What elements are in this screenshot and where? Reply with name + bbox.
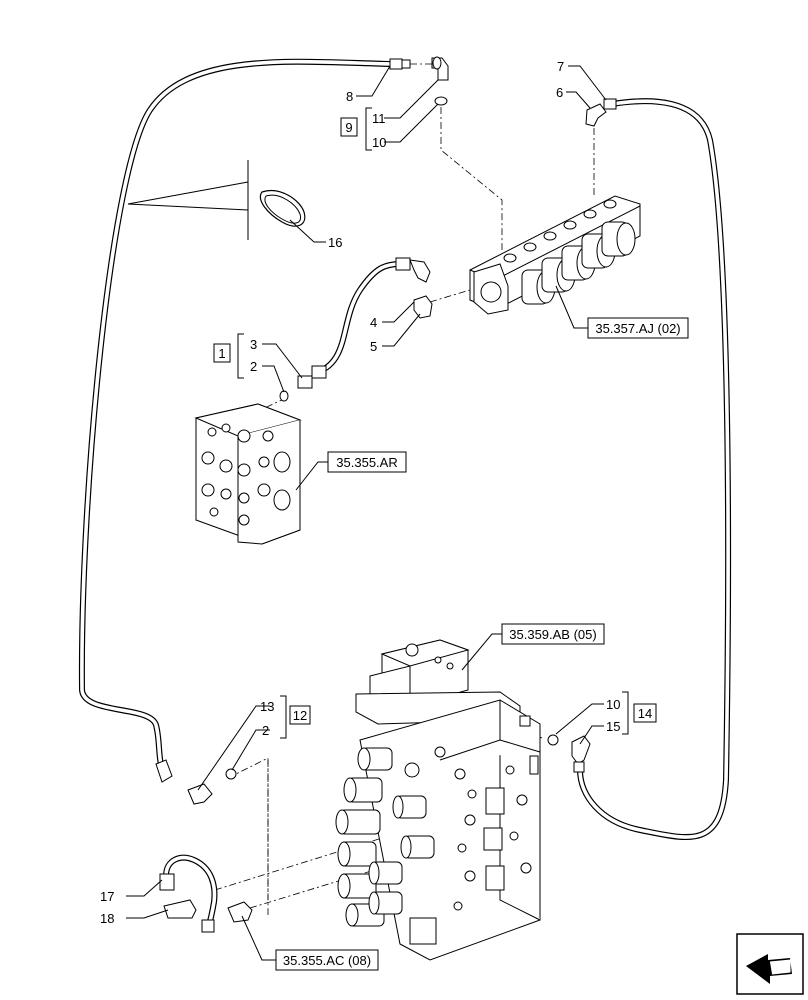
- o-ring-10-top: [434, 96, 448, 106]
- adapter-3: [297, 375, 313, 389]
- callout-15: 15: [606, 719, 620, 734]
- spool-end: [343, 777, 383, 803]
- hose-end-fitting-8: [389, 58, 411, 70]
- spool-end: [368, 891, 403, 915]
- spool-end: [335, 809, 381, 835]
- elbow-fitting-11: [431, 56, 449, 81]
- manifold-port: [583, 209, 597, 219]
- manifold-port: [503, 253, 517, 263]
- ref-box-359-ab[interactable]: 35.359.AB (05): [501, 623, 605, 645]
- kit-14-label: 14: [638, 706, 652, 721]
- callout-13: 13: [260, 699, 274, 714]
- kit-box-1: 1: [213, 343, 231, 363]
- kit-9-label: 9: [345, 120, 352, 135]
- callout-6: 6: [556, 85, 563, 100]
- callout-2-lower: 2: [262, 723, 269, 738]
- ref-355-ac-text: 35.355.AC (08): [283, 953, 371, 968]
- fitting-ac: [227, 901, 253, 923]
- callout-11: 11: [372, 111, 386, 126]
- kit-12-label: 12: [293, 708, 307, 723]
- solenoid-coil: [601, 221, 636, 257]
- spool-end: [357, 747, 393, 771]
- spool-end: [392, 795, 427, 819]
- manifold-port: [523, 242, 537, 252]
- hose-left-long: [78, 58, 395, 773]
- callout-4: 4: [370, 315, 377, 330]
- hose-end-fitting-7: [603, 98, 617, 110]
- spool-end: [400, 835, 435, 859]
- hose-short-mid: [311, 257, 431, 379]
- main-control-valve: [335, 639, 541, 961]
- o-ring-10-right: [547, 734, 559, 746]
- callout-3: 3: [250, 337, 257, 352]
- o-ring-2-lower: [225, 768, 237, 780]
- kit-box-14: 14: [633, 703, 657, 723]
- callout-16: 16: [328, 235, 342, 250]
- next-page-arrow-icon[interactable]: [736, 933, 804, 995]
- callout-2-mid: 2: [250, 359, 257, 374]
- spool-end: [337, 841, 377, 867]
- callout-10-top: 10: [372, 135, 386, 150]
- manifold-port: [563, 220, 577, 230]
- ref-355-ar-text: 35.355.AR: [336, 455, 397, 470]
- kit-box-9: 9: [340, 117, 358, 137]
- callout-5: 5: [370, 339, 377, 354]
- o-ring-2-mid: [279, 390, 289, 402]
- elbow-fitting-6: [585, 103, 607, 127]
- hose-right-long: [577, 98, 732, 840]
- callout-7: 7: [557, 59, 564, 74]
- ref-box-355-ac[interactable]: 35.355.AC (08): [275, 949, 379, 971]
- adapter-4: [413, 295, 433, 319]
- hose-u-17-18: [159, 854, 218, 933]
- callout-8: 8: [346, 89, 353, 104]
- hose-loop-16: [259, 190, 306, 227]
- spool-end: [368, 861, 403, 885]
- spool-end: [337, 873, 377, 899]
- ref-box-357-aj[interactable]: 35.357.AJ (02): [587, 317, 689, 339]
- valve-block-ar: [194, 403, 302, 545]
- callout-10-right: 10: [606, 697, 620, 712]
- callout-18: 18: [100, 911, 114, 926]
- ref-357-aj-text: 35.357.AJ (02): [595, 321, 680, 336]
- manifold-port: [543, 231, 557, 241]
- solenoid-valve-manifold: [469, 195, 641, 315]
- kit-box-12: 12: [289, 705, 311, 725]
- fitting-15: [571, 735, 591, 773]
- callout-17: 17: [100, 889, 114, 904]
- manifold-port: [603, 199, 617, 209]
- ref-359-ab-text: 35.359.AB (05): [509, 627, 596, 642]
- leader-lines: [126, 65, 629, 961]
- ref-box-355-ar[interactable]: 35.355.AR: [327, 451, 407, 473]
- kit-1-label: 1: [218, 346, 225, 361]
